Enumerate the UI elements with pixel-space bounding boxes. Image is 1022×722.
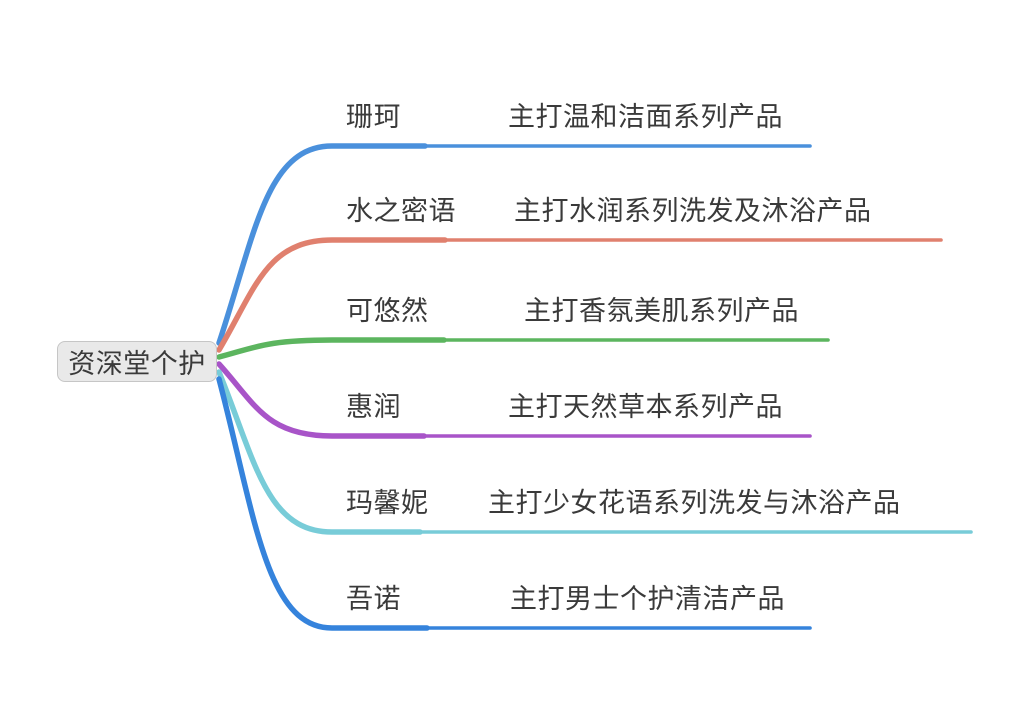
branch-topic-label[interactable]: 珊珂	[346, 102, 401, 132]
root-topic[interactable]: 资深堂个护	[57, 341, 217, 382]
branch-connector	[216, 237, 448, 353]
branch-note-label[interactable]: 主打少女花语系列洗发与沐浴产品	[488, 488, 901, 518]
branch-note-label[interactable]: 主打水润系列洗发及沐浴产品	[514, 196, 872, 226]
branch-topic-label[interactable]: 可悠然	[346, 296, 429, 326]
branch-topic-label[interactable]: 玛馨妮	[346, 488, 429, 518]
branch-note-label[interactable]: 主打温和洁面系列产品	[508, 102, 783, 132]
branch-note-label[interactable]: 主打天然草本系列产品	[508, 392, 783, 422]
branch-topic-label[interactable]: 水之密语	[346, 196, 456, 226]
branch-note-label[interactable]: 主打香氛美肌系列产品	[524, 296, 799, 326]
root-topic-label: 资深堂个护	[68, 349, 206, 379]
branch-note-label[interactable]: 主打男士个护清洁产品	[510, 584, 785, 614]
branch-topic-label[interactable]: 吾诺	[346, 584, 401, 614]
branch-connector	[216, 337, 447, 360]
branch-topic-label[interactable]: 惠润	[346, 392, 401, 422]
